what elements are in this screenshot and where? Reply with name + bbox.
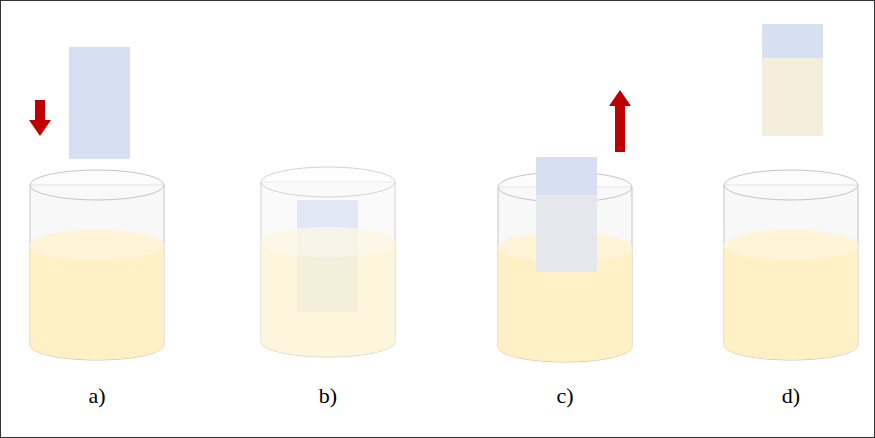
panel-a [29, 47, 164, 360]
beaker [498, 172, 632, 362]
panel-b [260, 160, 396, 360]
beaker [724, 170, 858, 360]
panel-label: a) [67, 383, 127, 409]
panel-label: d) [761, 383, 821, 409]
down-arrow [35, 100, 45, 122]
coating [762, 58, 823, 136]
up-arrow [615, 104, 625, 152]
coated-part [536, 195, 597, 272]
beaker [30, 170, 164, 360]
panel-label: c) [535, 383, 595, 409]
substrate [762, 24, 823, 136]
substrate [536, 157, 597, 272]
substrate [69, 47, 130, 159]
panel-label: b) [298, 383, 358, 409]
haze [260, 160, 396, 360]
panel-d [724, 24, 858, 360]
up-arrow-head [609, 90, 631, 106]
panel-c [498, 90, 632, 362]
down-arrow-head [29, 120, 51, 136]
